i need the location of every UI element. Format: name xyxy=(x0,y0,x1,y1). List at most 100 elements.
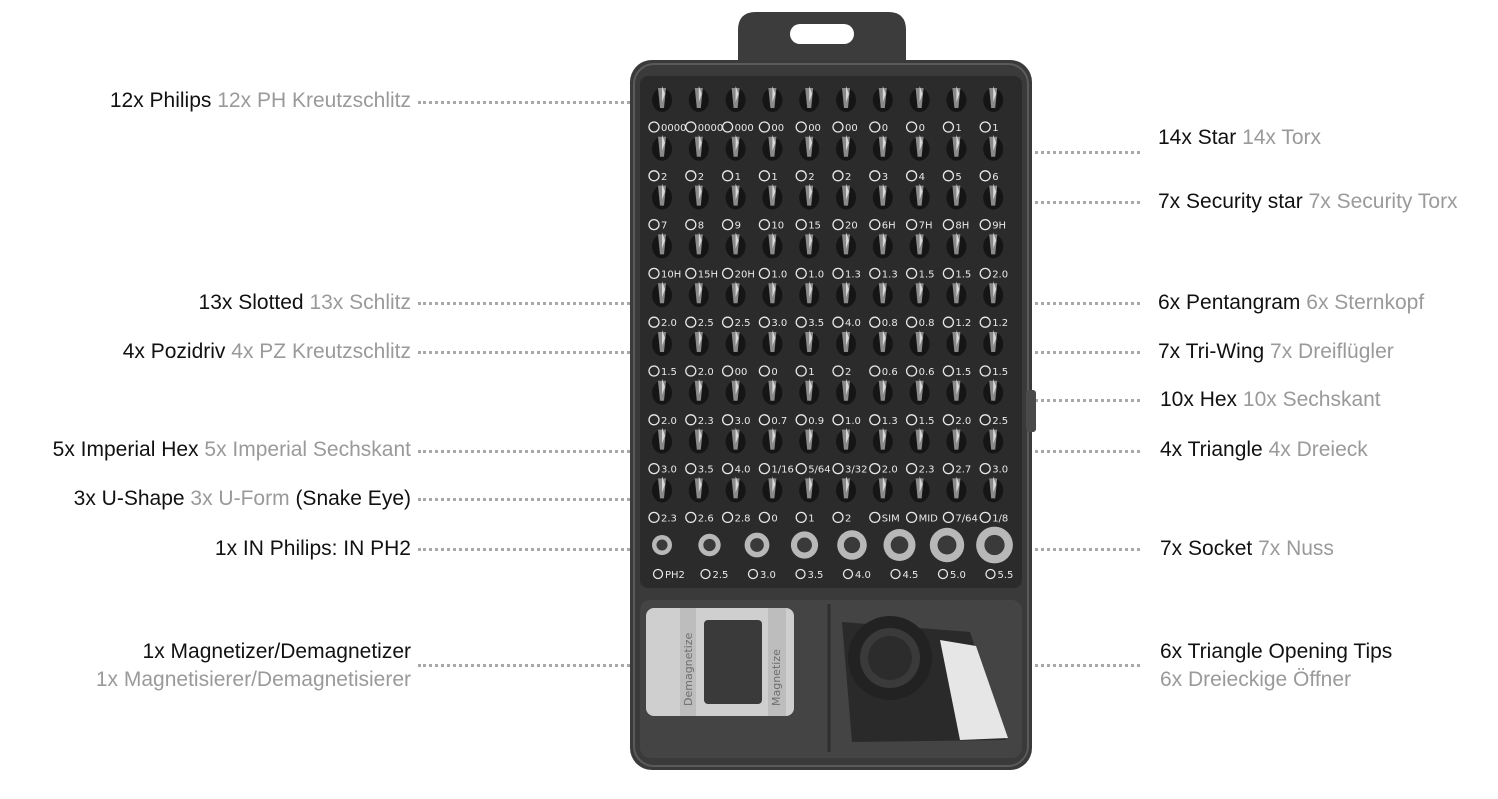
bit-type-icon xyxy=(648,414,660,426)
bit-type-icon xyxy=(979,316,991,328)
bit-type-icon xyxy=(685,218,697,231)
screwdriver-bit: 20 xyxy=(832,183,858,232)
screwdriver-bit: 1.2 xyxy=(942,281,971,329)
screwdriver-bit: 1.0 xyxy=(795,232,824,280)
bit-type-icon xyxy=(721,121,734,133)
bit-type-icon xyxy=(648,511,660,524)
callout-de: 7x Nuss xyxy=(1258,537,1334,560)
bit-size-label: 1 xyxy=(771,172,777,183)
screwdriver-bit: 8 xyxy=(685,183,709,232)
socket-bit: 2.5 xyxy=(698,533,728,581)
bit-type-icon xyxy=(648,316,660,328)
bit-type-icon xyxy=(942,121,955,133)
bit-type-icon xyxy=(758,511,771,524)
bit-size-label: 3.0 xyxy=(992,465,1008,476)
bit-type-icon xyxy=(832,170,844,182)
socket-size-label: 4.0 xyxy=(855,570,871,581)
bit-size-label: 00 xyxy=(845,123,858,134)
screwdriver-bit: 0.6 xyxy=(869,330,898,378)
bit-size-label: 5/64 xyxy=(808,465,830,476)
leader-pentangram xyxy=(1035,302,1140,305)
socket-type-icon xyxy=(700,568,711,580)
screwdriver-bit: 1.0 xyxy=(758,232,787,280)
bit-size-label: 1.2 xyxy=(992,318,1008,329)
screwdriver-bit: 7H xyxy=(905,183,932,232)
screwdriver-bit: 00 xyxy=(832,86,858,134)
bit-size-label: 0.8 xyxy=(882,318,898,329)
bit-type-icon xyxy=(905,121,918,133)
callout-pozidriv: 4x Pozidriv 4x PZ Kreutzschlitz xyxy=(123,339,411,365)
bit-type-icon xyxy=(905,267,918,280)
screwdriver-bit: 3.0 xyxy=(758,281,787,329)
bit-size-label: 3.0 xyxy=(771,318,787,329)
bit-type-icon xyxy=(979,218,991,231)
screwdriver-bit: 3 xyxy=(869,134,893,183)
screwdriver-bit: 2.3 xyxy=(685,378,714,427)
callout-de: 4x Dreieck xyxy=(1268,438,1368,461)
bit-type-icon xyxy=(905,414,918,426)
bit-size-label: 2.5 xyxy=(735,318,751,329)
bit-size-label: 0.6 xyxy=(919,367,935,378)
screwdriver-bit: 1.5 xyxy=(942,330,971,378)
screwdriver-bit: 1 xyxy=(721,134,746,183)
bit-type-icon xyxy=(869,316,881,328)
leader-hex xyxy=(1035,399,1140,402)
screwdriver-bit: 2.0 xyxy=(648,378,677,427)
leader-tri-wing xyxy=(1035,351,1140,354)
screwdriver-bit: 2 xyxy=(832,476,856,524)
bit-size-label: 1 xyxy=(992,123,998,134)
demagnetize-label: Demagnetize xyxy=(682,632,695,706)
leader-magnetizer xyxy=(418,664,630,667)
bit-type-icon xyxy=(685,121,697,133)
bit-type-icon xyxy=(758,414,771,426)
screwdriver-bit: 0.8 xyxy=(905,281,935,329)
screwdriver-bit: 3/32 xyxy=(832,427,867,476)
bit-size-label: 1 xyxy=(808,513,814,524)
bit-size-label: 0 xyxy=(771,513,777,524)
bit-type-icon xyxy=(905,170,918,182)
socket-bit: PH2 xyxy=(652,535,685,581)
bit-type-icon xyxy=(979,170,991,182)
callout-de: 4x PZ Kreutzschlitz xyxy=(231,340,411,363)
bit-size-label: 2.0 xyxy=(992,269,1008,280)
bit-type-icon xyxy=(942,365,955,377)
callout-en: 12x Philips xyxy=(109,89,212,112)
screwdriver-bit: 9 xyxy=(721,183,746,232)
screwdriver-bit: 3.0 xyxy=(648,427,677,476)
socket-bit: 5.0 xyxy=(929,527,966,581)
bit-size-label: 2.5 xyxy=(698,318,714,329)
leader-u-shape xyxy=(418,498,630,501)
bit-type-icon xyxy=(869,365,881,377)
bit-size-label: 2.6 xyxy=(698,513,714,524)
callout-en: 5x Imperial Hex xyxy=(52,438,199,461)
screwdriver-bit: 6H xyxy=(869,183,896,232)
bit-type-icon xyxy=(721,365,734,377)
bit-size-label: 10H xyxy=(661,269,681,280)
screwdriver-bit: 8H xyxy=(942,183,969,232)
leader-imperial-hex xyxy=(418,450,630,453)
bit-type-icon xyxy=(685,462,697,475)
bit-type-icon xyxy=(942,414,955,426)
socket-size-label: 3.5 xyxy=(808,570,824,581)
bit-size-label: MID xyxy=(919,513,939,524)
callout-en: 3x U-Shape xyxy=(73,487,185,510)
socket-size-label: 4.5 xyxy=(903,570,919,581)
callout-de: 5x Imperial Sechskant xyxy=(204,438,411,461)
screwdriver-bit: 3.5 xyxy=(685,427,714,476)
bit-size-label: 1.0 xyxy=(845,416,861,427)
bit-size-label: 0.8 xyxy=(919,318,935,329)
bit-type-icon xyxy=(905,218,918,231)
bit-type-icon xyxy=(869,121,881,133)
socket-size-label: 5.0 xyxy=(950,570,966,581)
leader-pozidriv xyxy=(418,351,630,354)
bit-size-label: 1.2 xyxy=(955,318,971,329)
bit-type-icon xyxy=(832,267,844,280)
bit-type-icon xyxy=(721,414,734,426)
bit-type-icon xyxy=(832,511,844,524)
bit-size-label: 2 xyxy=(845,367,851,378)
screwdriver-bit: 4 xyxy=(905,134,930,183)
bit-size-label: 2.3 xyxy=(661,513,677,524)
bit-type-icon xyxy=(795,170,807,182)
